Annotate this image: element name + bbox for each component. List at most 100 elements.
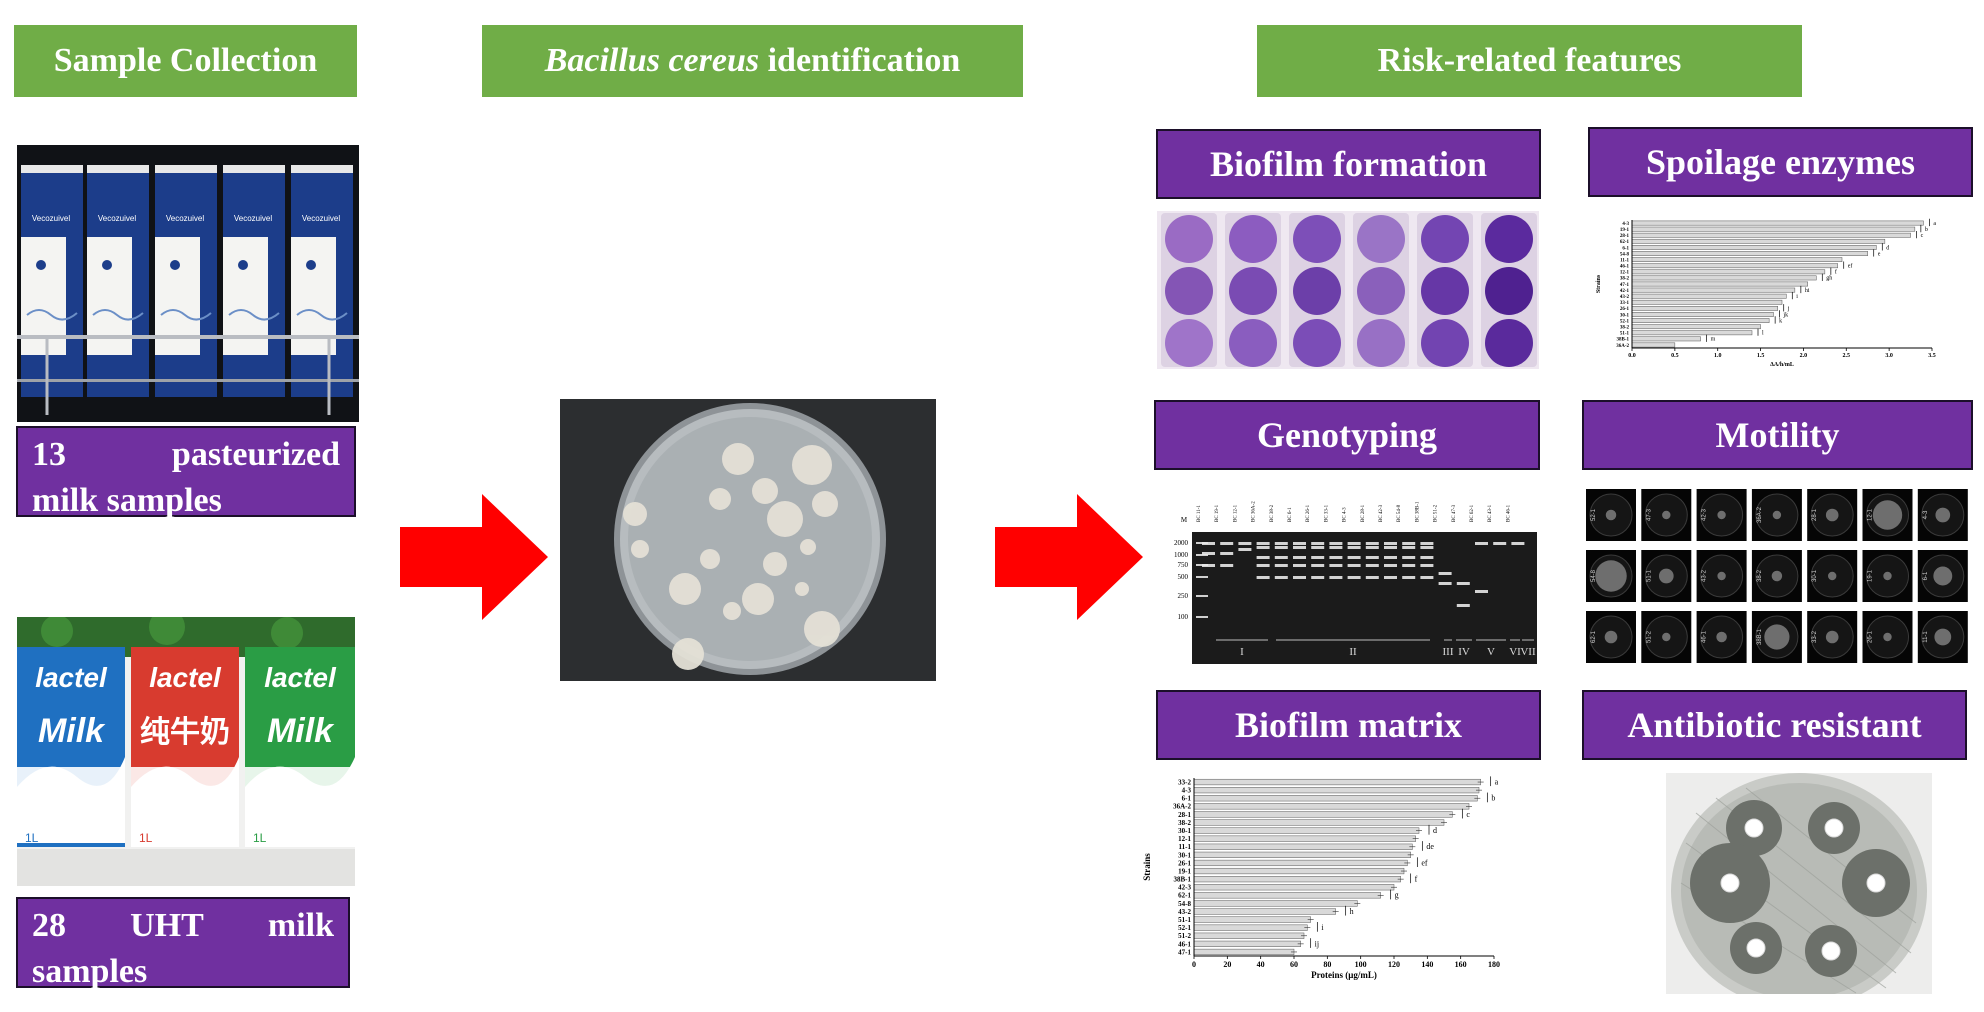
gel-band [1347,542,1361,545]
chart-significance-letter: h [1350,907,1354,916]
chart-significance-letter: f [1415,875,1418,884]
chart-x-tick-label: 1.5 [1757,353,1765,359]
chart-category-label: 47-1 [1178,948,1191,956]
gel-band [1384,556,1397,559]
chart-bar [1193,892,1381,899]
chart-significance-letter: a [1933,221,1936,227]
gel-ladder-size: 100 [1178,613,1189,621]
gel-band [1493,542,1507,545]
chart-bar [1631,336,1701,342]
chart-x-tick-label: 80 [1323,960,1331,969]
uht-milk-text: Milk [267,712,335,750]
chart-category-label: 11-1 [1179,843,1192,851]
chart-bar [1193,867,1405,875]
gel-band [1402,556,1416,559]
gel-band [1365,564,1379,567]
gel-band [1311,564,1325,567]
chart-significance-letter: i [1321,923,1324,932]
chart-bar [1193,876,1401,883]
biofilm-well [1229,267,1277,315]
uht-brand-text: lactel [149,662,222,693]
biofilm-well [1485,319,1533,367]
chart-x-axis-label: Proteins (μg/mL) [1311,970,1377,980]
chart-category-label: 6-1 [1622,246,1629,251]
motility-strain-label: 33-2 [1812,630,1818,643]
chart-significance-letter: l [1762,331,1764,337]
chart-y-axis-label: Strains [1596,274,1602,293]
gel-band [1384,564,1397,567]
gel-band [1274,556,1288,559]
chart-significance-letter: b [1491,794,1495,803]
chart-x-tick-label: 2.5 [1843,353,1851,359]
gel-band [1456,604,1470,607]
biofilm-well [1165,267,1213,315]
gel-lane-label: BC 43-1 [1488,504,1493,522]
chart-y-axis-label: Strains [1142,853,1152,881]
motility-spread [1662,510,1671,520]
chart-bar [1631,251,1868,256]
gel-band [1256,556,1270,559]
carton-brand-text: Vecozuivel [32,214,70,223]
gel-band [1511,542,1525,545]
biofilm-well [1293,267,1341,315]
chart-bar [1193,884,1395,891]
chart-category-label: 38-2 [1178,819,1191,827]
gel-band [1402,542,1416,545]
motility-spread [1935,507,1951,523]
chart-category-label: 28-1 [1620,234,1630,239]
chart-category-label: 62-1 [1620,240,1630,245]
arrow-right-icon [995,494,1143,620]
motility-strain-label: 54-8 [1591,569,1597,582]
uht-milk-photo: lactel Milk 1L lactel 纯牛奶 1L lactel Milk… [17,617,355,886]
motility-spread [1717,510,1726,520]
gel-band [1220,552,1234,555]
chart-significance-letter: ij [1315,939,1319,948]
motility-strain-label: 47-3 [1646,508,1652,521]
uht-volume: 1L [139,831,153,845]
chart-category-label: 38B-1 [1174,876,1192,884]
gel-band [1256,564,1270,567]
chart-x-tick-label: 3.5 [1928,353,1936,359]
gel-band [1384,542,1397,545]
gel-lane-label: BC 54-8 [1397,504,1402,522]
header-sample-collection: Sample Collection [14,25,357,97]
motility-strain-label: 51-1 [1646,569,1652,582]
uht-milk-text: Milk [38,712,106,750]
header-identification: Bacillus cereus identification [482,25,1023,97]
motility-strain-label: 38-2 [1757,569,1763,582]
chart-x-tick-label: 40 [1257,960,1265,969]
uht-samples-label: 28 UHT milk samples [16,897,350,990]
gel-group-label: VII [1520,646,1536,658]
chart-bar [1193,827,1420,834]
uht-volume: 1L [25,831,39,845]
chart-bar [1631,257,1843,263]
chart-significance-letter: gh [1826,276,1832,282]
chart-bar [1631,263,1838,269]
gel-ladder-size: 250 [1178,592,1189,600]
motility-strain-label: 26-1 [1868,630,1874,643]
gel-lane-label: BC 12-1 [1233,504,1238,522]
chart-category-label: 51-2 [1178,932,1191,940]
biofilm-well [1293,319,1341,367]
motility-spread [1883,571,1892,581]
chart-bar [1193,835,1416,842]
uht-milk-word: milk [267,907,334,944]
chart-bar [1193,795,1478,802]
bacillus-petri-dish-photo [560,399,936,681]
chart-category-label: 46-1 [1178,940,1191,948]
chart-significance-letter: ef [1848,263,1853,270]
gel-band [1202,564,1215,567]
chart-category-label: 43-2 [1178,908,1191,916]
feature-biofilm-matrix-text: Biofilm matrix [1235,705,1462,745]
gel-band [1256,542,1270,545]
chart-x-tick-label: 20 [1223,960,1231,969]
chart-x-axis-label: ΔA/h/mL [1770,362,1794,368]
chart-category-label: 62-1 [1178,892,1191,900]
chart-x-tick-label: 0.0 [1628,353,1636,359]
gel-group-label: II [1349,646,1357,658]
gel-band [1402,546,1416,549]
gel-lane-label: BC 28-1 [1361,504,1366,522]
chart-category-label: 38-2 [1620,325,1630,330]
